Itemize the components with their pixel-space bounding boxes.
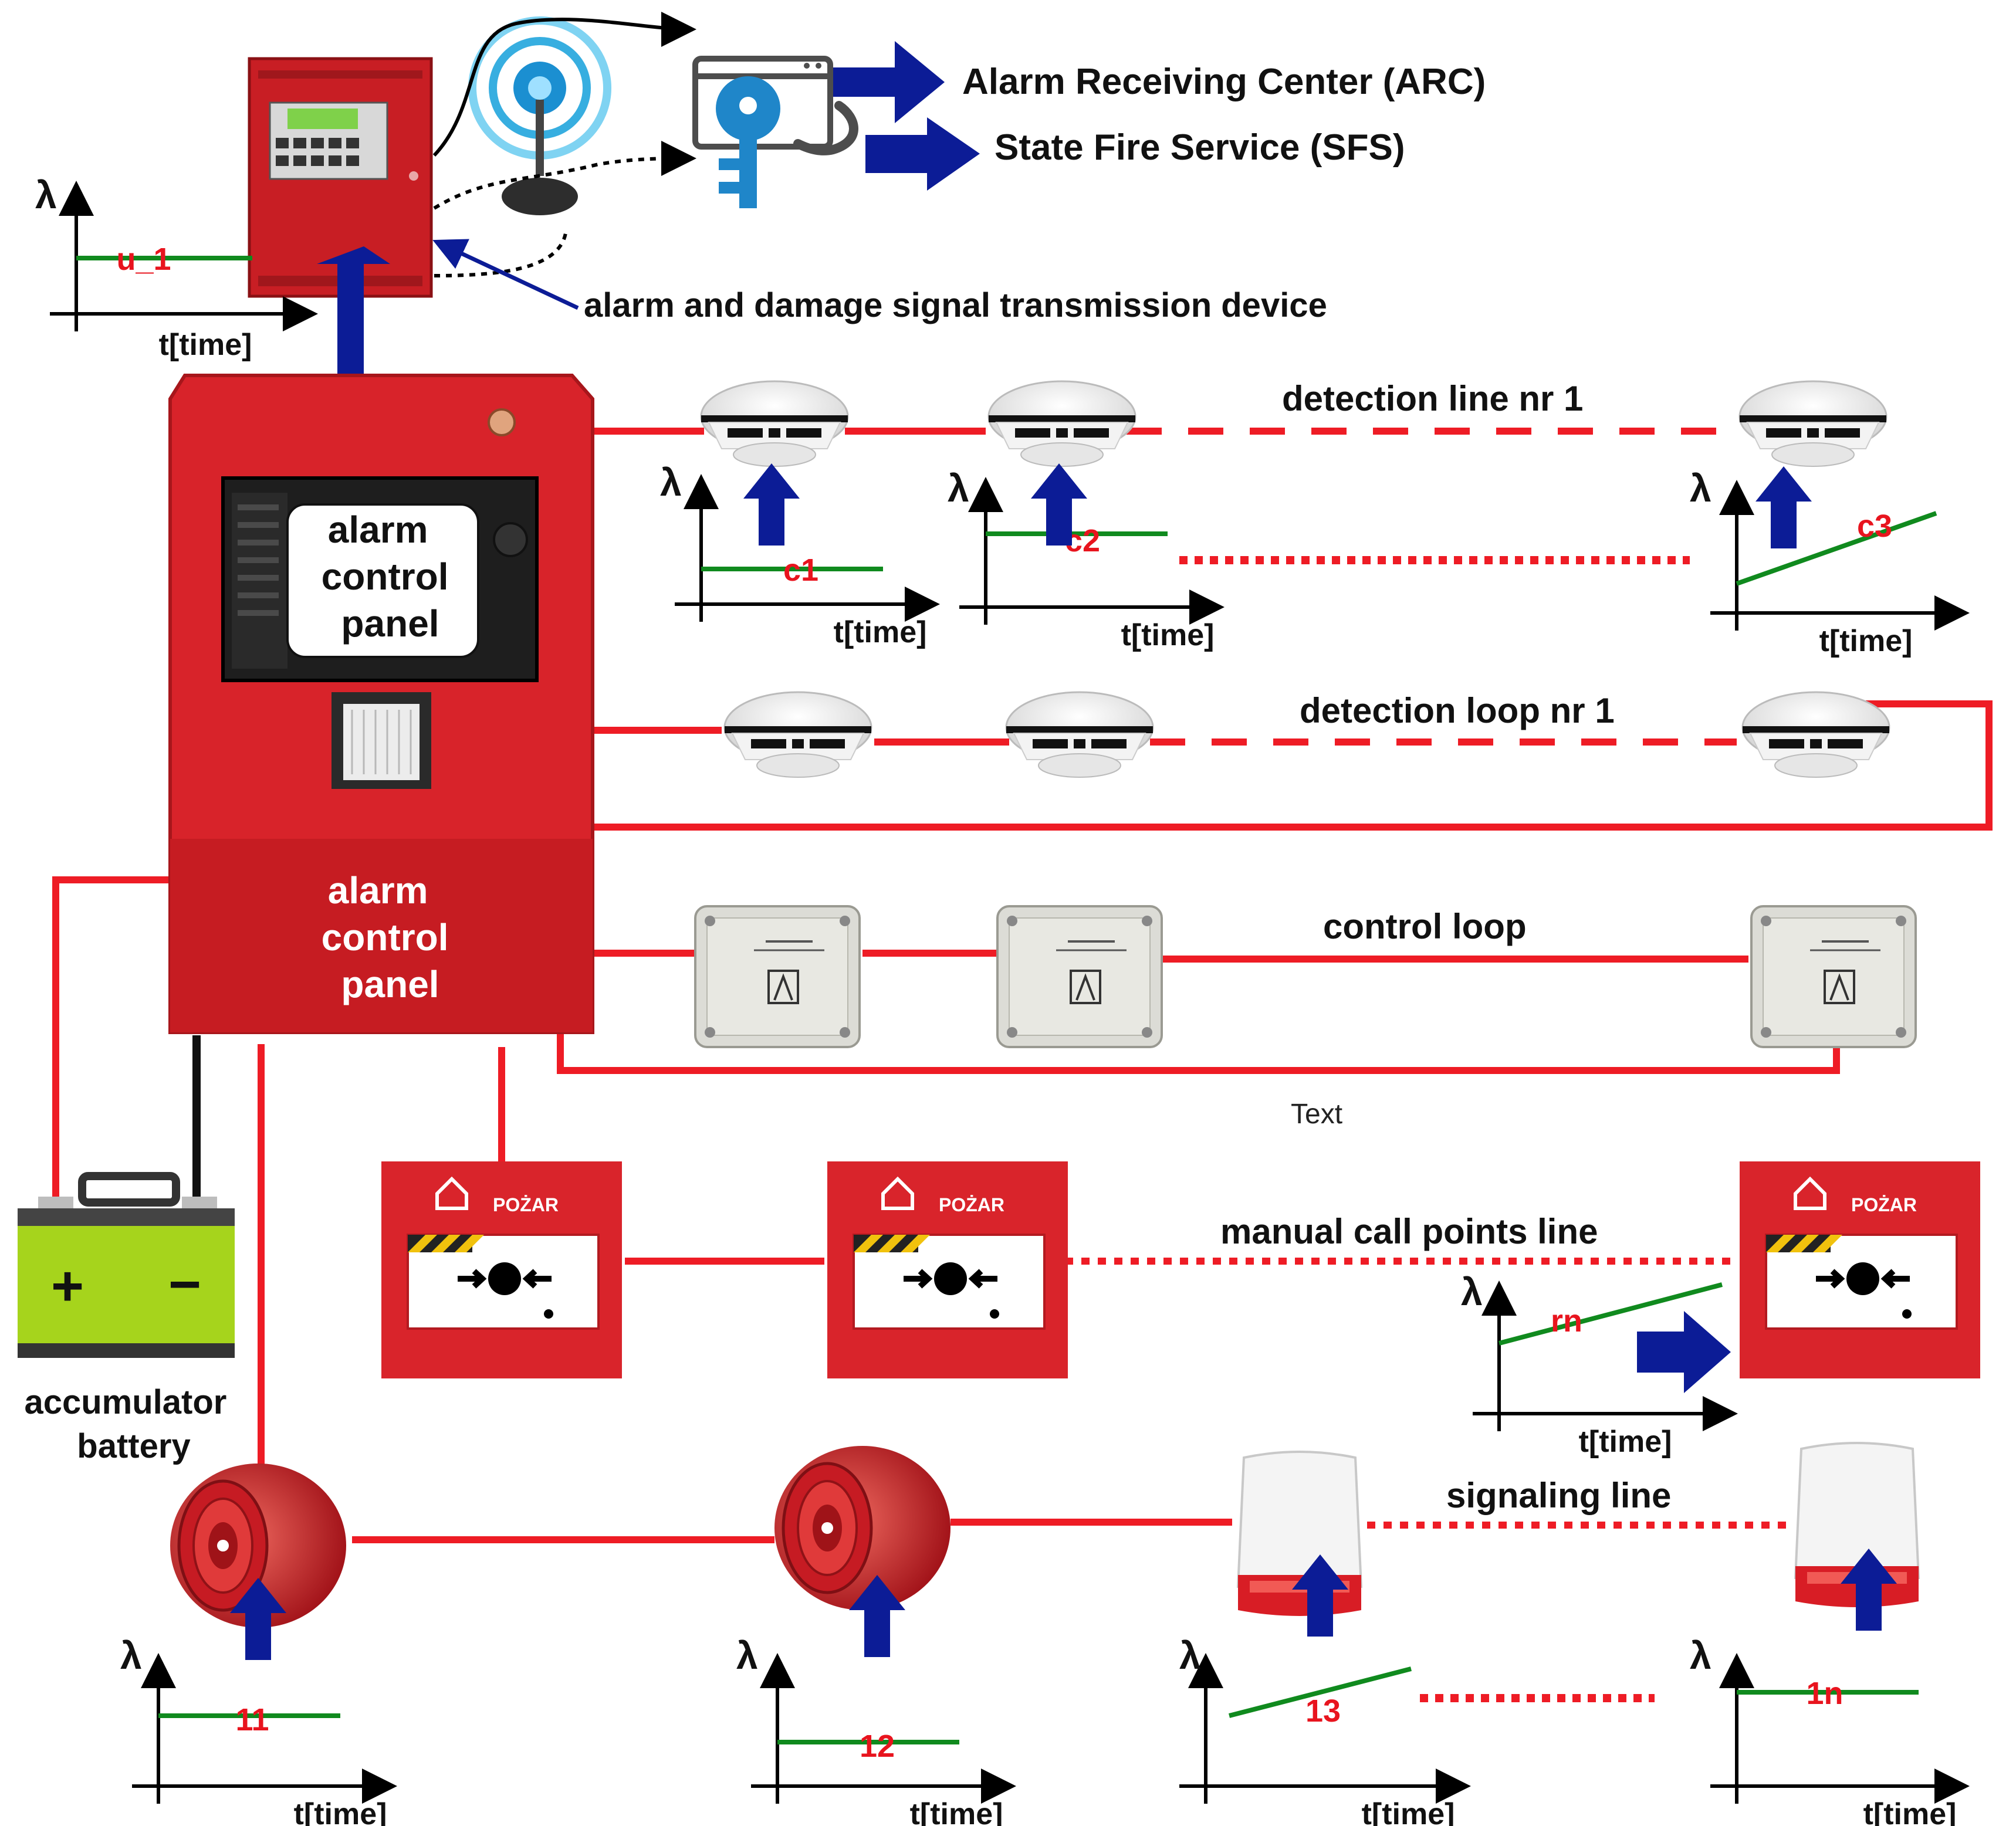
graph-parameter-line xyxy=(1229,1666,1412,1718)
graph-u: u_1 λ t[time] xyxy=(35,173,318,362)
battery-minus: − xyxy=(168,1253,201,1316)
call-point-brand-2: POŻAR xyxy=(939,1194,1004,1215)
battery-label: accumulator battery xyxy=(24,1383,236,1465)
graph-parameter-label: 1n xyxy=(1806,1676,1843,1711)
graph-lambda-label: λ xyxy=(35,173,57,216)
control-module-icon xyxy=(694,905,861,1048)
sfs-label: State Fire Service (SFS) xyxy=(995,127,1405,168)
graph-parameter-label: c3 xyxy=(1857,509,1892,544)
graph-lambda-label: λ xyxy=(1461,1270,1483,1313)
graph-time-label: t[time] xyxy=(294,1797,387,1826)
smoke-detector-icon xyxy=(723,691,872,778)
battery-label-line-2: battery xyxy=(77,1427,190,1465)
graph-c1: c1 λ t[time] xyxy=(660,460,940,649)
fire-alarm-panel-icon xyxy=(168,374,594,1034)
call-point-brand-3: POŻAR xyxy=(1851,1194,1917,1215)
graph-up-arrow xyxy=(230,1578,286,1660)
graph-parameter-label: 13 xyxy=(1305,1693,1341,1729)
smoke-detector-icon xyxy=(1738,380,1888,467)
graph-time-label: t[time] xyxy=(834,615,927,649)
arc-label: Alarm Receiving Center (ARC) xyxy=(962,62,1486,102)
panel-body-line-3: panel xyxy=(341,963,439,1005)
graph-g13: 13 λ t[time] xyxy=(1179,1554,1471,1826)
strobe-siren-icon xyxy=(1237,1451,1362,1617)
signaling-line-label: signaling line xyxy=(1446,1476,1671,1515)
manual-call-points-label: manual call points line xyxy=(1220,1212,1598,1251)
panel-body-line-1: alarm xyxy=(328,869,428,912)
graph-parameter-label: c1 xyxy=(783,553,818,588)
accumulator-battery-icon xyxy=(18,1172,235,1358)
transmission-device-label: alarm and damage signal transmission dev… xyxy=(584,286,1327,324)
smoke-detector-icon xyxy=(987,380,1136,467)
reliability-graphs: u_1λt[time]c1λt[time]c2λt[time]c3λt[time… xyxy=(35,173,1970,1826)
battery-label-line-1: accumulator xyxy=(24,1383,226,1421)
graph-time-label: t[time] xyxy=(1121,618,1215,652)
graph-time-label: t[time] xyxy=(1863,1797,1957,1826)
transmission-device xyxy=(248,57,433,298)
panel-screen-label: alarm control panel xyxy=(322,509,459,645)
graph-lambda-label: λ xyxy=(1179,1634,1201,1677)
battery-plus: + xyxy=(51,1255,84,1317)
graph-g12: 12 λ t[time] xyxy=(736,1575,1016,1826)
stray-text-label: Text xyxy=(1291,1099,1342,1130)
graph-parameter-label: 12 xyxy=(860,1729,895,1764)
control-loop-label: control loop xyxy=(1323,907,1527,946)
graph-lambda-label: λ xyxy=(660,460,682,504)
smoke-detector-icon xyxy=(1005,691,1154,778)
graph-up-arrow xyxy=(1841,1549,1897,1631)
graph-up-arrow xyxy=(1292,1554,1348,1637)
graph-lambda-label: λ xyxy=(1690,466,1711,510)
detection-loop-label: detection loop nr 1 xyxy=(1300,691,1615,730)
graph-time-label: t[time] xyxy=(159,328,252,362)
graph-time-label: t[time] xyxy=(1362,1797,1455,1826)
graph-parameter-line xyxy=(1736,511,1937,586)
graph-up-arrow xyxy=(743,463,800,546)
graph-c3: c3 λ t[time] xyxy=(1690,466,1970,658)
graph-time-label: t[time] xyxy=(910,1797,1003,1826)
arc-arrow xyxy=(833,41,945,123)
radio-antenna-icon xyxy=(432,11,696,277)
smoke-detector-icon xyxy=(1741,691,1890,778)
call-point-brand-1: POŻAR xyxy=(493,1194,559,1215)
panel-screen-line-3: panel xyxy=(341,602,439,645)
graph-g1n: 1n λ t[time] xyxy=(1690,1549,1970,1826)
device-pointer-arrow xyxy=(432,239,579,310)
graph-up-arrow xyxy=(1031,463,1087,546)
graph-parameter-label: rn xyxy=(1551,1303,1582,1339)
graph-parameter-label: 11 xyxy=(235,1702,269,1737)
graph-up-arrow xyxy=(849,1575,905,1657)
graph-up-arrow xyxy=(1755,466,1812,548)
smoke-detector-icon xyxy=(700,380,849,467)
graph-lambda-label: λ xyxy=(1690,1634,1711,1677)
wiring xyxy=(52,428,1993,1543)
signal-transmitter-icon xyxy=(317,246,390,399)
graph-rn: rn λ t[time] xyxy=(1461,1270,1738,1459)
graph-parameter-label: u_1 xyxy=(116,242,171,277)
panel-screen-line-1: alarm xyxy=(328,509,428,551)
graph-lambda-label: λ xyxy=(948,466,969,510)
call-point-arrow xyxy=(1637,1311,1731,1393)
graph-time-label: t[time] xyxy=(1579,1425,1672,1459)
graph-parameter-line xyxy=(1498,1282,1723,1346)
sfs-arrow xyxy=(865,117,980,191)
graph-time-label: t[time] xyxy=(1819,624,1913,658)
graph-lambda-label: λ xyxy=(120,1634,142,1677)
control-module-icon xyxy=(1750,905,1917,1048)
detection-line-label: detection line nr 1 xyxy=(1282,379,1583,418)
panel-screen-line-2: control xyxy=(322,555,449,598)
graph-lambda-label: λ xyxy=(736,1634,758,1677)
panel-body-label: alarm control panel xyxy=(322,869,459,1005)
key-phone-icon xyxy=(692,56,858,208)
graph-g11: 11 λ t[time] xyxy=(120,1578,397,1826)
panel-body-line-2: control xyxy=(322,916,449,958)
control-module-icon xyxy=(996,905,1163,1048)
sounder-horn-icon xyxy=(774,1446,951,1610)
